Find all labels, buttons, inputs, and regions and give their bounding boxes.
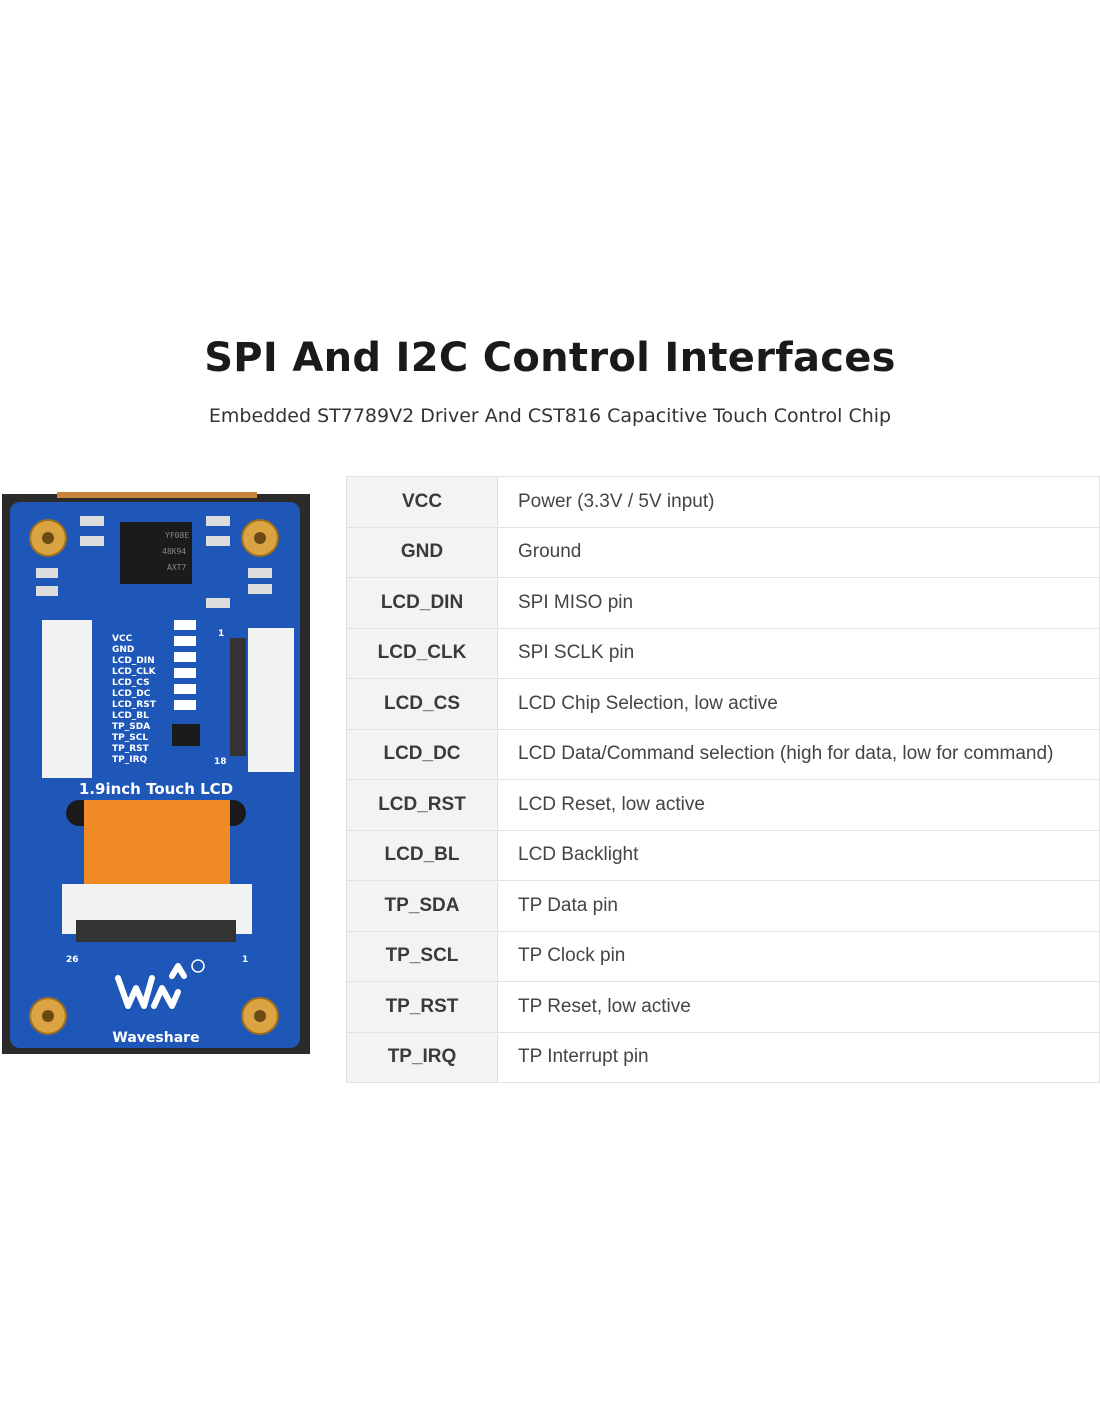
pin-name: LCD_CS xyxy=(346,678,498,730)
pin-description: TP Data pin xyxy=(497,880,1100,932)
pin-label: LCD_CS xyxy=(112,678,150,688)
pin-name: LCD_RST xyxy=(346,779,498,831)
pin-name: TP_RST xyxy=(346,981,498,1033)
chip-text: YF08E xyxy=(165,531,189,540)
connector-number: 26 xyxy=(66,955,79,965)
pin-description: TP Reset, low active xyxy=(497,981,1100,1033)
registered-mark-icon xyxy=(191,959,205,973)
pin-label: LCD_CLK xyxy=(112,667,157,677)
pin-name: TP_IRQ xyxy=(346,1031,498,1083)
pin-name: LCD_DIN xyxy=(346,577,498,629)
brand-label: Waveshare xyxy=(112,1030,199,1046)
pin-name: TP_SCL xyxy=(346,930,498,982)
waveshare-logo-icon xyxy=(115,963,187,1009)
pin-label: LCD_DIN xyxy=(112,656,155,666)
pin-label: VCC xyxy=(112,634,133,644)
pin-label: TP_IRQ xyxy=(112,755,148,765)
pin-description: Power (3.3V / 5V input) xyxy=(497,476,1100,528)
pin-label: GND xyxy=(112,645,134,655)
pin-description: SPI SCLK pin xyxy=(497,627,1100,679)
chip-text: 48K94 xyxy=(162,547,186,556)
pin-description: LCD Reset, low active xyxy=(497,779,1100,831)
pin-description: LCD Backlight xyxy=(497,829,1100,881)
pin-label: LCD_BL xyxy=(112,711,149,721)
pin-label: LCD_DC xyxy=(112,689,151,699)
chip xyxy=(120,522,192,584)
pin-description: SPI MISO pin xyxy=(497,577,1100,629)
ribbon-cable xyxy=(84,800,230,894)
pin-label: TP_SCL xyxy=(112,733,148,743)
pin-description: Ground xyxy=(497,526,1100,578)
pin-label: TP_RST xyxy=(112,744,150,754)
connector-number: 1 xyxy=(218,629,224,639)
pin-name: LCD_BL xyxy=(346,829,498,881)
pin-name: TP_SDA xyxy=(346,880,498,932)
chip-text: AXT7 xyxy=(167,563,186,572)
fpc-connector-right xyxy=(248,628,294,772)
pin-label: LCD_RST xyxy=(112,700,157,710)
pin-name: LCD_CLK xyxy=(346,627,498,679)
page-subtitle: Embedded ST7789V2 Driver And CST816 Capa… xyxy=(208,405,892,427)
board-name-label: 1.9inch Touch LCD xyxy=(79,780,233,798)
lcd-board-image: YF08E 48K94 AXT7 VCC GND LCD_DIN LCD_CLK… xyxy=(2,492,310,1054)
pin-name: GND xyxy=(346,526,498,578)
pin-description: TP Interrupt pin xyxy=(497,1031,1100,1083)
pin-header-left xyxy=(42,620,92,778)
pin-description: TP Clock pin xyxy=(497,930,1100,982)
pin-description: LCD Chip Selection, low active xyxy=(497,678,1100,730)
pin-description: LCD Data/Command selection (high for dat… xyxy=(497,728,1100,780)
pin-name: LCD_DC xyxy=(346,728,498,780)
page-title: SPI And I2C Control Interfaces xyxy=(204,335,896,381)
connector-number: 1 xyxy=(242,955,248,965)
connector-number: 18 xyxy=(214,757,227,767)
pin-name: VCC xyxy=(346,476,498,528)
pin-label: TP_SDA xyxy=(112,722,150,732)
